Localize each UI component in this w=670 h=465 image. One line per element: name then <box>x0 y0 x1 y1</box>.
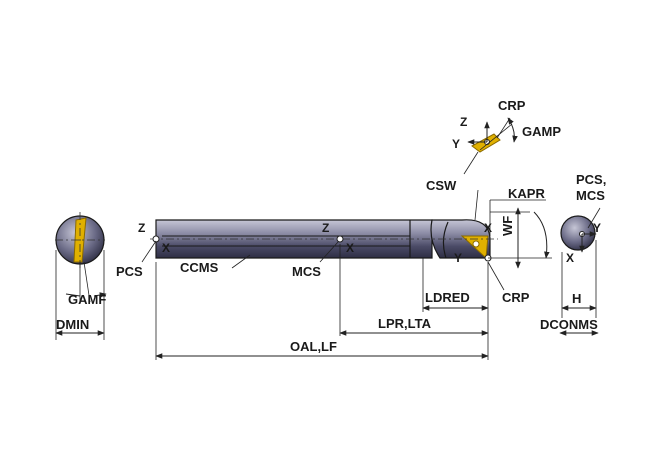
axis-z-detail: Z <box>460 115 467 129</box>
axis-z-mcs: Z <box>322 221 329 235</box>
mcs-point <box>336 235 344 243</box>
right-end-body <box>560 215 596 251</box>
gamf-label: GAMF <box>68 292 106 307</box>
axis-x-mcs: X <box>346 241 354 255</box>
left-end-view <box>55 212 106 340</box>
ldred-label: LDRED <box>425 290 470 305</box>
crp-bottom-label: CRP <box>502 290 530 305</box>
pcs-label: PCS <box>116 264 143 279</box>
crp-top-label: CRP <box>498 98 526 113</box>
kapr-label: KAPR <box>508 186 545 201</box>
lpr-lta-label: LPR,LTA <box>378 316 432 331</box>
wf-label: WF <box>500 216 515 236</box>
axis-y-crp: Y <box>454 251 462 265</box>
dconms-label: DCONMS <box>540 317 598 332</box>
axis-x-pcs: X <box>162 241 170 255</box>
axis-y-right: Y <box>593 221 601 235</box>
h-label: H <box>572 291 581 306</box>
axis-y-detail: Y <box>452 137 460 151</box>
mcs-label: MCS <box>292 264 321 279</box>
mcs-right-label: MCS <box>576 188 605 203</box>
csw-label: CSW <box>426 178 457 193</box>
gamp-label: GAMP <box>522 124 561 139</box>
axis-z-pcs: Z <box>138 221 145 235</box>
right-end-view <box>559 207 601 336</box>
insert-detail <box>467 117 518 153</box>
pcs-right-label: PCS, <box>576 172 606 187</box>
tool-side-view <box>150 219 498 262</box>
axis-x-crp: X <box>484 221 492 235</box>
oal-lf-label: OAL,LF <box>290 339 337 354</box>
pcs-point <box>152 235 160 243</box>
axis-x-right: X <box>566 251 574 265</box>
ccms-label: CCMS <box>180 260 219 275</box>
dmin-label: DMIN <box>56 317 89 332</box>
